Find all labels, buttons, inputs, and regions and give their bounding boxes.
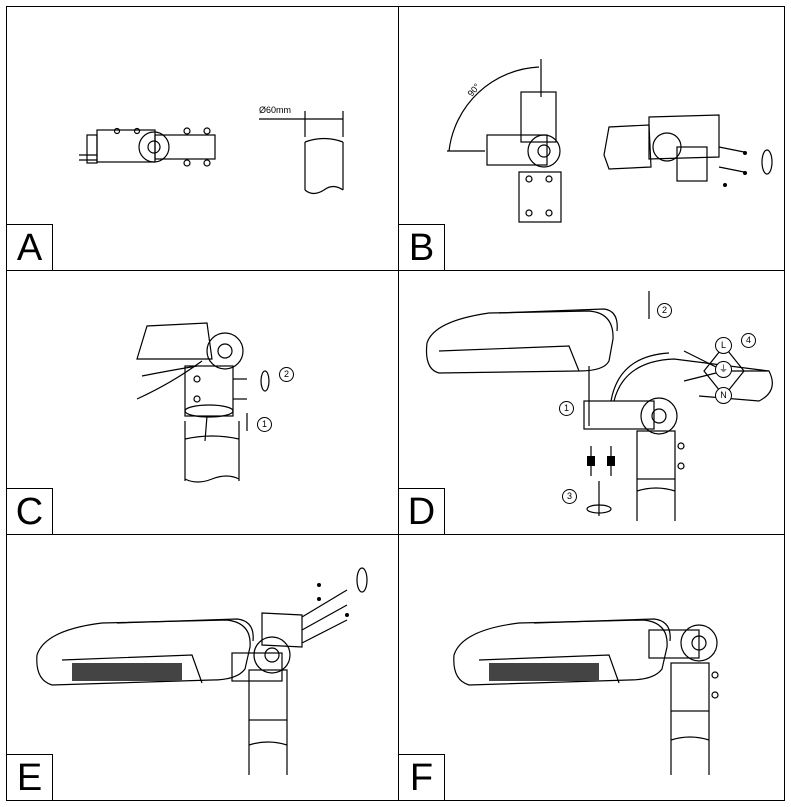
panel-letter: D	[399, 488, 445, 534]
step-2-badge: 2	[657, 303, 672, 318]
panel-letter: F	[399, 754, 445, 800]
pole-diameter-label: Ø60mm	[259, 105, 292, 115]
bracket-top-view	[79, 111, 344, 195]
final-assembly-diagram	[453, 618, 719, 775]
live-terminal: L	[715, 337, 732, 354]
panel-b: 90° B	[398, 6, 785, 271]
mount-on-pole-diagram	[136, 322, 270, 483]
step-3-badge: 3	[562, 489, 577, 504]
neutral-terminal: N	[715, 387, 732, 404]
tighten-cover-diagram	[36, 567, 368, 775]
panel-f: F	[398, 534, 785, 801]
panel-letter: E	[7, 754, 53, 800]
panel-letter: A	[7, 224, 53, 270]
panel-d: 2 4 1 3 L ⏚ N D	[398, 270, 785, 535]
step-4-badge: 4	[741, 333, 756, 348]
panel-letter: C	[7, 488, 53, 534]
wiring-diagram	[425, 291, 773, 521]
bracket-rotation-diagram	[447, 59, 773, 223]
step-2-badge: 2	[279, 367, 294, 382]
panel-a: Ø60mm A	[6, 6, 399, 271]
panel-c: 2 1 C	[6, 270, 399, 535]
panel-letter: B	[399, 224, 445, 270]
step-1-badge: 1	[559, 401, 574, 416]
panel-e: E	[6, 534, 399, 801]
earth-terminal-icon: ⏚	[715, 361, 732, 378]
step-1-badge: 1	[257, 417, 272, 432]
